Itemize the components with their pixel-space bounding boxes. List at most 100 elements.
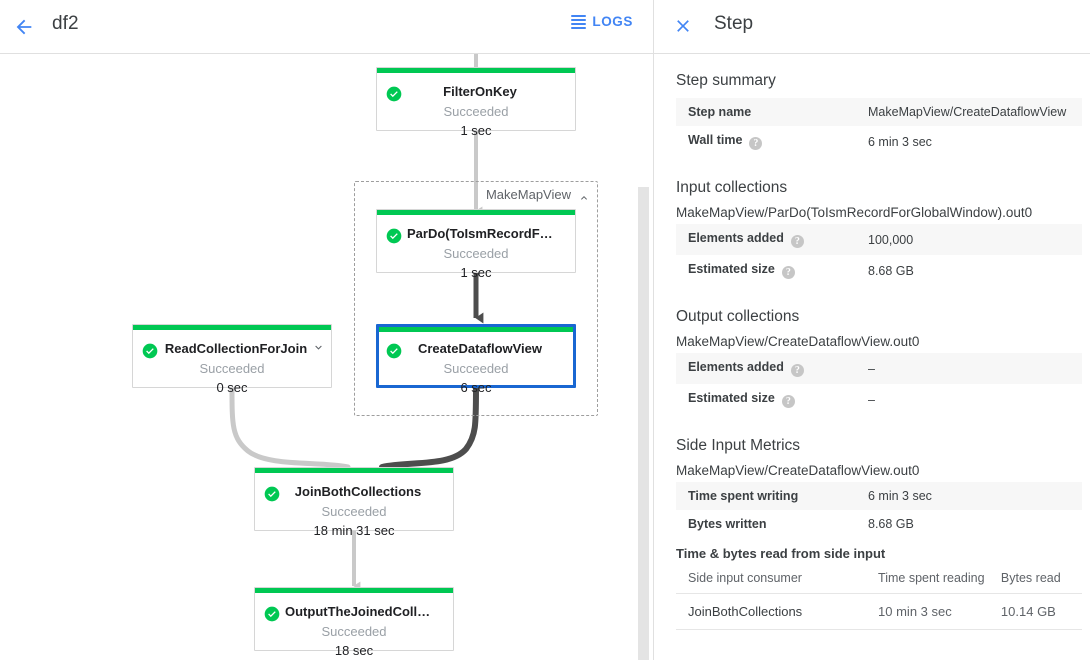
side-input-read-table: Side input consumer Time spent reading B… — [676, 567, 1082, 630]
help-icon[interactable]: ? — [790, 235, 804, 248]
spacer — [654, 415, 1090, 437]
node-title: FilterOnKey — [443, 84, 517, 99]
table-row: Elements added? – — [676, 353, 1082, 384]
help-icon[interactable]: ? — [790, 364, 804, 377]
check-circle-icon — [386, 343, 402, 359]
chevron-up-icon[interactable] — [578, 191, 590, 203]
section-input-collections: Input collections MakeMapView/ParDo(ToIs… — [654, 179, 1090, 286]
node-duration: 1 sec — [460, 123, 492, 138]
column-header-consumer: Side input consumer — [676, 567, 867, 594]
node-duration: 6 sec — [460, 380, 492, 395]
node-title: JoinBothCollections — [294, 484, 422, 499]
spacer — [654, 157, 1090, 179]
row-key-label: Estimated size — [688, 262, 775, 276]
node-title: OutputTheJoinedCollec… — [285, 604, 431, 619]
check-circle-icon — [142, 343, 158, 359]
node-status: Succeeded — [199, 361, 265, 376]
column-header-bytes-read: Bytes read — [988, 567, 1082, 594]
node-status-bar — [133, 325, 331, 330]
cell-consumer: JoinBothCollections — [676, 593, 867, 630]
row-key-label: Elements added — [688, 360, 784, 374]
row-key: Step name — [676, 98, 856, 126]
cell-time-spent-reading: 10 min 3 sec — [866, 593, 989, 630]
chevron-down-icon[interactable] — [312, 341, 325, 354]
table-header-row: Side input consumer Time spent reading B… — [676, 567, 1082, 594]
section-output-collections: Output collections MakeMapView/CreateDat… — [654, 308, 1090, 415]
spacer — [676, 538, 1082, 546]
graph-node-output-the-joined-collection[interactable]: OutputTheJoinedCollec… Succeeded 18 sec — [254, 587, 454, 658]
table-row: Elements added? 100,000 — [676, 224, 1082, 255]
node-status: Succeeded — [443, 246, 509, 261]
logs-button-label: LOGS — [592, 14, 633, 29]
help-icon[interactable]: ? — [781, 395, 795, 408]
job-graph-canvas[interactable]: MakeMapView FilterOnKey Succeeded — [0, 53, 653, 660]
row-key: Estimated size? — [676, 384, 856, 415]
side-input-metrics-table: Time spent writing 6 min 3 sec Bytes wri… — [676, 482, 1082, 538]
node-title: ReadCollectionForJoin — [164, 341, 308, 356]
node-status-bar — [379, 327, 573, 332]
check-circle-icon — [264, 486, 280, 502]
node-title: ParDo(ToIsmRecordFor… — [407, 226, 553, 241]
collection-name: MakeMapView/CreateDataflowView.out0 — [676, 334, 920, 349]
output-collections-table: Elements added? – Estimated size? – — [676, 353, 1082, 415]
graph-node-read-collection-for-join[interactable]: ReadCollectionForJoin Succeeded 0 sec — [132, 324, 332, 395]
row-value: MakeMapView/CreateDataflowView — [856, 98, 1082, 126]
row-key: Elements added? — [676, 353, 856, 384]
graph-node-pardo-toismrecordfor[interactable]: ParDo(ToIsmRecordFor… Succeeded 1 sec — [376, 209, 576, 280]
graph-node-join-both-collections[interactable]: JoinBothCollections Succeeded 18 min 31 … — [254, 467, 454, 538]
table-row: Time spent writing 6 min 3 sec — [676, 482, 1082, 510]
help-icon[interactable]: ? — [781, 266, 795, 279]
step-summary-table: Step name MakeMapView/CreateDataflowView… — [676, 98, 1082, 157]
graph-node-filter-on-key[interactable]: FilterOnKey Succeeded 1 sec — [376, 67, 576, 138]
logs-button[interactable]: LOGS — [571, 14, 633, 29]
help-icon[interactable]: ? — [749, 137, 763, 150]
section-step-summary: Step summary Step name MakeMapView/Creat… — [654, 54, 1090, 157]
spacer — [654, 286, 1090, 308]
back-arrow-icon[interactable] — [8, 11, 40, 43]
row-key: Estimated size? — [676, 255, 856, 286]
composite-container-makemapview[interactable]: MakeMapView — [354, 181, 598, 416]
row-value: 6 min 3 sec — [856, 482, 1082, 510]
node-status-bar — [377, 68, 575, 73]
section-title: Output collections — [676, 308, 800, 325]
node-title: CreateDataflowView — [417, 341, 543, 356]
close-icon[interactable] — [668, 11, 698, 41]
node-duration: 18 sec — [334, 643, 374, 658]
row-key-label: Estimated size — [688, 391, 775, 405]
table-row: Estimated size? 8.68 GB — [676, 255, 1082, 286]
graph-node-create-dataflow-view[interactable]: CreateDataflowView Succeeded 6 sec — [376, 324, 576, 395]
node-status: Succeeded — [321, 504, 387, 519]
row-key-label: Elements added — [688, 231, 784, 245]
table-row: Estimated size? – — [676, 384, 1082, 415]
step-panel-header: Step — [654, 0, 1090, 54]
check-circle-icon — [386, 228, 402, 244]
page-title: df2 — [52, 13, 79, 34]
collection-name: MakeMapView/ParDo(ToIsmRecordForGlobalWi… — [676, 205, 1033, 220]
row-key-label: Wall time — [688, 133, 743, 147]
node-status-bar — [255, 588, 453, 593]
step-details-panel: Step Step summary Step name MakeMapView/… — [654, 0, 1090, 660]
side-input-table-title: Time & bytes read from side input — [676, 546, 886, 561]
section-title: Side Input Metrics — [676, 437, 801, 454]
row-key: Time spent writing — [676, 482, 856, 510]
row-value: – — [856, 353, 1082, 384]
node-duration: 1 sec — [460, 265, 492, 280]
table-row[interactable]: JoinBothCollections 10 min 3 sec 10.14 G… — [676, 593, 1082, 630]
graph-vertical-scrollbar[interactable] — [638, 187, 649, 660]
step-panel-body[interactable]: Step summary Step name MakeMapView/Creat… — [654, 54, 1090, 660]
input-collections-table: Elements added? 100,000 Estimated size? … — [676, 224, 1082, 286]
node-status-bar — [255, 468, 453, 473]
node-status: Succeeded — [321, 624, 387, 639]
row-key: Bytes written — [688, 517, 767, 531]
collection-name: MakeMapView/CreateDataflowView.out0 — [676, 463, 920, 478]
node-status: Succeeded — [443, 361, 509, 376]
row-key: Wall time? — [676, 126, 856, 157]
row-value: – — [868, 392, 875, 407]
section-title: Step summary — [676, 72, 776, 89]
check-circle-icon — [386, 86, 402, 102]
section-side-input-metrics: Side Input Metrics MakeMapView/CreateDat… — [654, 437, 1090, 630]
composite-label: MakeMapView — [485, 187, 571, 202]
check-circle-icon — [264, 606, 280, 622]
section-title: Input collections — [676, 179, 788, 196]
table-row: Bytes written 8.68 GB — [676, 510, 1082, 538]
